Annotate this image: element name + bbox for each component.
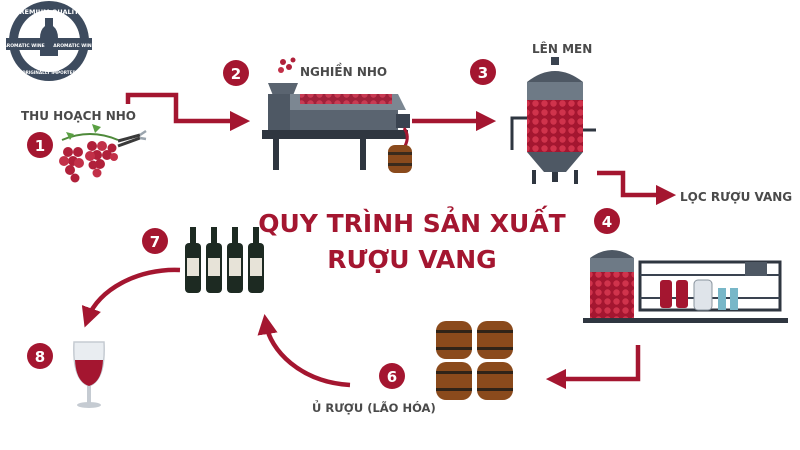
- step-1: 1 THU HOẠCH NHO: [21, 109, 147, 183]
- barrel-3: [436, 362, 472, 400]
- arrow-3-to-4: [597, 170, 677, 206]
- flow-arrows: [81, 92, 677, 390]
- badge-bottle-icon: [40, 18, 58, 56]
- grape-crusher-icon: [262, 57, 410, 170]
- step-8-number: 8: [35, 348, 45, 366]
- wine-bottles-icon: [185, 227, 264, 293]
- step-8-number-badge: [27, 343, 53, 369]
- grape-bunch-icon: [59, 124, 119, 183]
- badge-left-text: AROMATIC WINE: [3, 43, 44, 49]
- arrow-6-to-7: [257, 313, 351, 388]
- step-6-number: 6: [387, 368, 397, 386]
- step-1-label: THU HOẠCH NHO: [21, 109, 136, 123]
- step-7-number: 7: [150, 233, 160, 251]
- step-2-number-badge: [223, 60, 249, 86]
- step-4-number: 4: [602, 213, 612, 231]
- step-2: 2 NGHIỀN NHO: [223, 57, 412, 173]
- step-4: 4 LỌC RƯỢU VANG: [583, 190, 792, 323]
- step-3-number: 3: [478, 64, 488, 82]
- step-6-label: Ủ RƯỢU (LÃO HÓA): [312, 399, 436, 415]
- premium-quality-badge: PREMIUM QUALITY AROMATIC WINE AROMATIC W…: [3, 1, 95, 81]
- step-2-number: 2: [231, 65, 241, 83]
- step-3: 3 LÊN MEN: [470, 41, 596, 184]
- step-2-label: NGHIỀN NHO: [300, 62, 387, 79]
- pruning-shears-icon: [117, 129, 147, 148]
- step-3-number-badge: [470, 59, 496, 85]
- arrow-1-to-2: [125, 92, 251, 132]
- badge-top-text: PREMIUM QUALITY: [15, 8, 84, 16]
- barrel-1: [436, 321, 472, 359]
- step-3-label: LÊN MEN: [532, 41, 592, 56]
- step-6: 6 Ủ RƯỢU (LÃO HÓA): [312, 321, 513, 415]
- step-1-number-badge: [27, 132, 53, 158]
- step-4-number-badge: [594, 208, 620, 234]
- diagram-title-line2: RƯỢU VANG: [327, 245, 496, 274]
- barrel-2: [477, 321, 513, 359]
- arrow-7-to-8: [81, 267, 181, 328]
- oak-barrels-icon: [436, 321, 513, 400]
- wine-glass-icon: [73, 341, 105, 408]
- diagram-title-line1: QUY TRÌNH SẢN XUẤT: [258, 205, 565, 238]
- step-4-label: LỌC RƯỢU VANG: [680, 190, 792, 204]
- fermentation-tank-icon: [510, 57, 596, 184]
- step-7: 7: [142, 227, 264, 293]
- arrow-5-to-6: [545, 345, 641, 390]
- step-7-number-badge: [142, 228, 168, 254]
- step-6-number-badge: [379, 363, 405, 389]
- badge-bottom-text: ORIGINALLY IMPORTED: [22, 70, 76, 75]
- wooden-barrel-icon: [388, 145, 412, 173]
- step-1-number: 1: [35, 137, 45, 155]
- step-8: 8: [27, 341, 105, 408]
- filtration-machine-icon: [583, 250, 788, 323]
- barrel-4: [477, 362, 513, 400]
- badge-right-text: AROMATIC WINE: [53, 43, 94, 49]
